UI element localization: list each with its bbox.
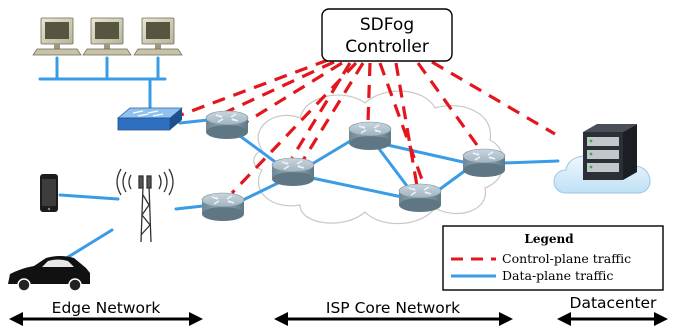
network-switch-icon (116, 107, 184, 131)
legend-box: Legend Control-plane traffic Data-plane … (442, 225, 664, 291)
controller-label-line2: Controller (345, 37, 429, 57)
control-plane-links (177, 58, 556, 195)
isp-core-network-label: ISP Core Network (326, 299, 460, 317)
cell-tower-icon (116, 168, 174, 243)
desktop-computer-icon (32, 17, 82, 56)
router-icon (462, 148, 506, 178)
edge-network-label: Edge Network (52, 299, 161, 317)
router-icon (271, 157, 315, 187)
region-arrows (9, 312, 668, 326)
legend-control-plane: Control-plane traffic (502, 251, 631, 266)
server-rack-icon (583, 124, 637, 180)
router-icon (398, 183, 442, 213)
router-icon (201, 192, 245, 222)
smartphone-icon (40, 174, 58, 212)
desktop-computer-icon (133, 17, 183, 56)
sdfog-controller-box: SDFog Controller (321, 8, 453, 62)
router-icon (205, 110, 249, 140)
controller-label-line1: SDFog (360, 15, 414, 35)
router-icon (348, 121, 392, 151)
car-icon (8, 256, 90, 292)
data-plane-links (38, 56, 560, 264)
legend-title: Legend (524, 232, 574, 246)
datacenter-label: Datacenter (570, 294, 658, 312)
desktop-computer-icon (82, 17, 132, 56)
legend-data-plane: Data-plane traffic (502, 268, 613, 283)
